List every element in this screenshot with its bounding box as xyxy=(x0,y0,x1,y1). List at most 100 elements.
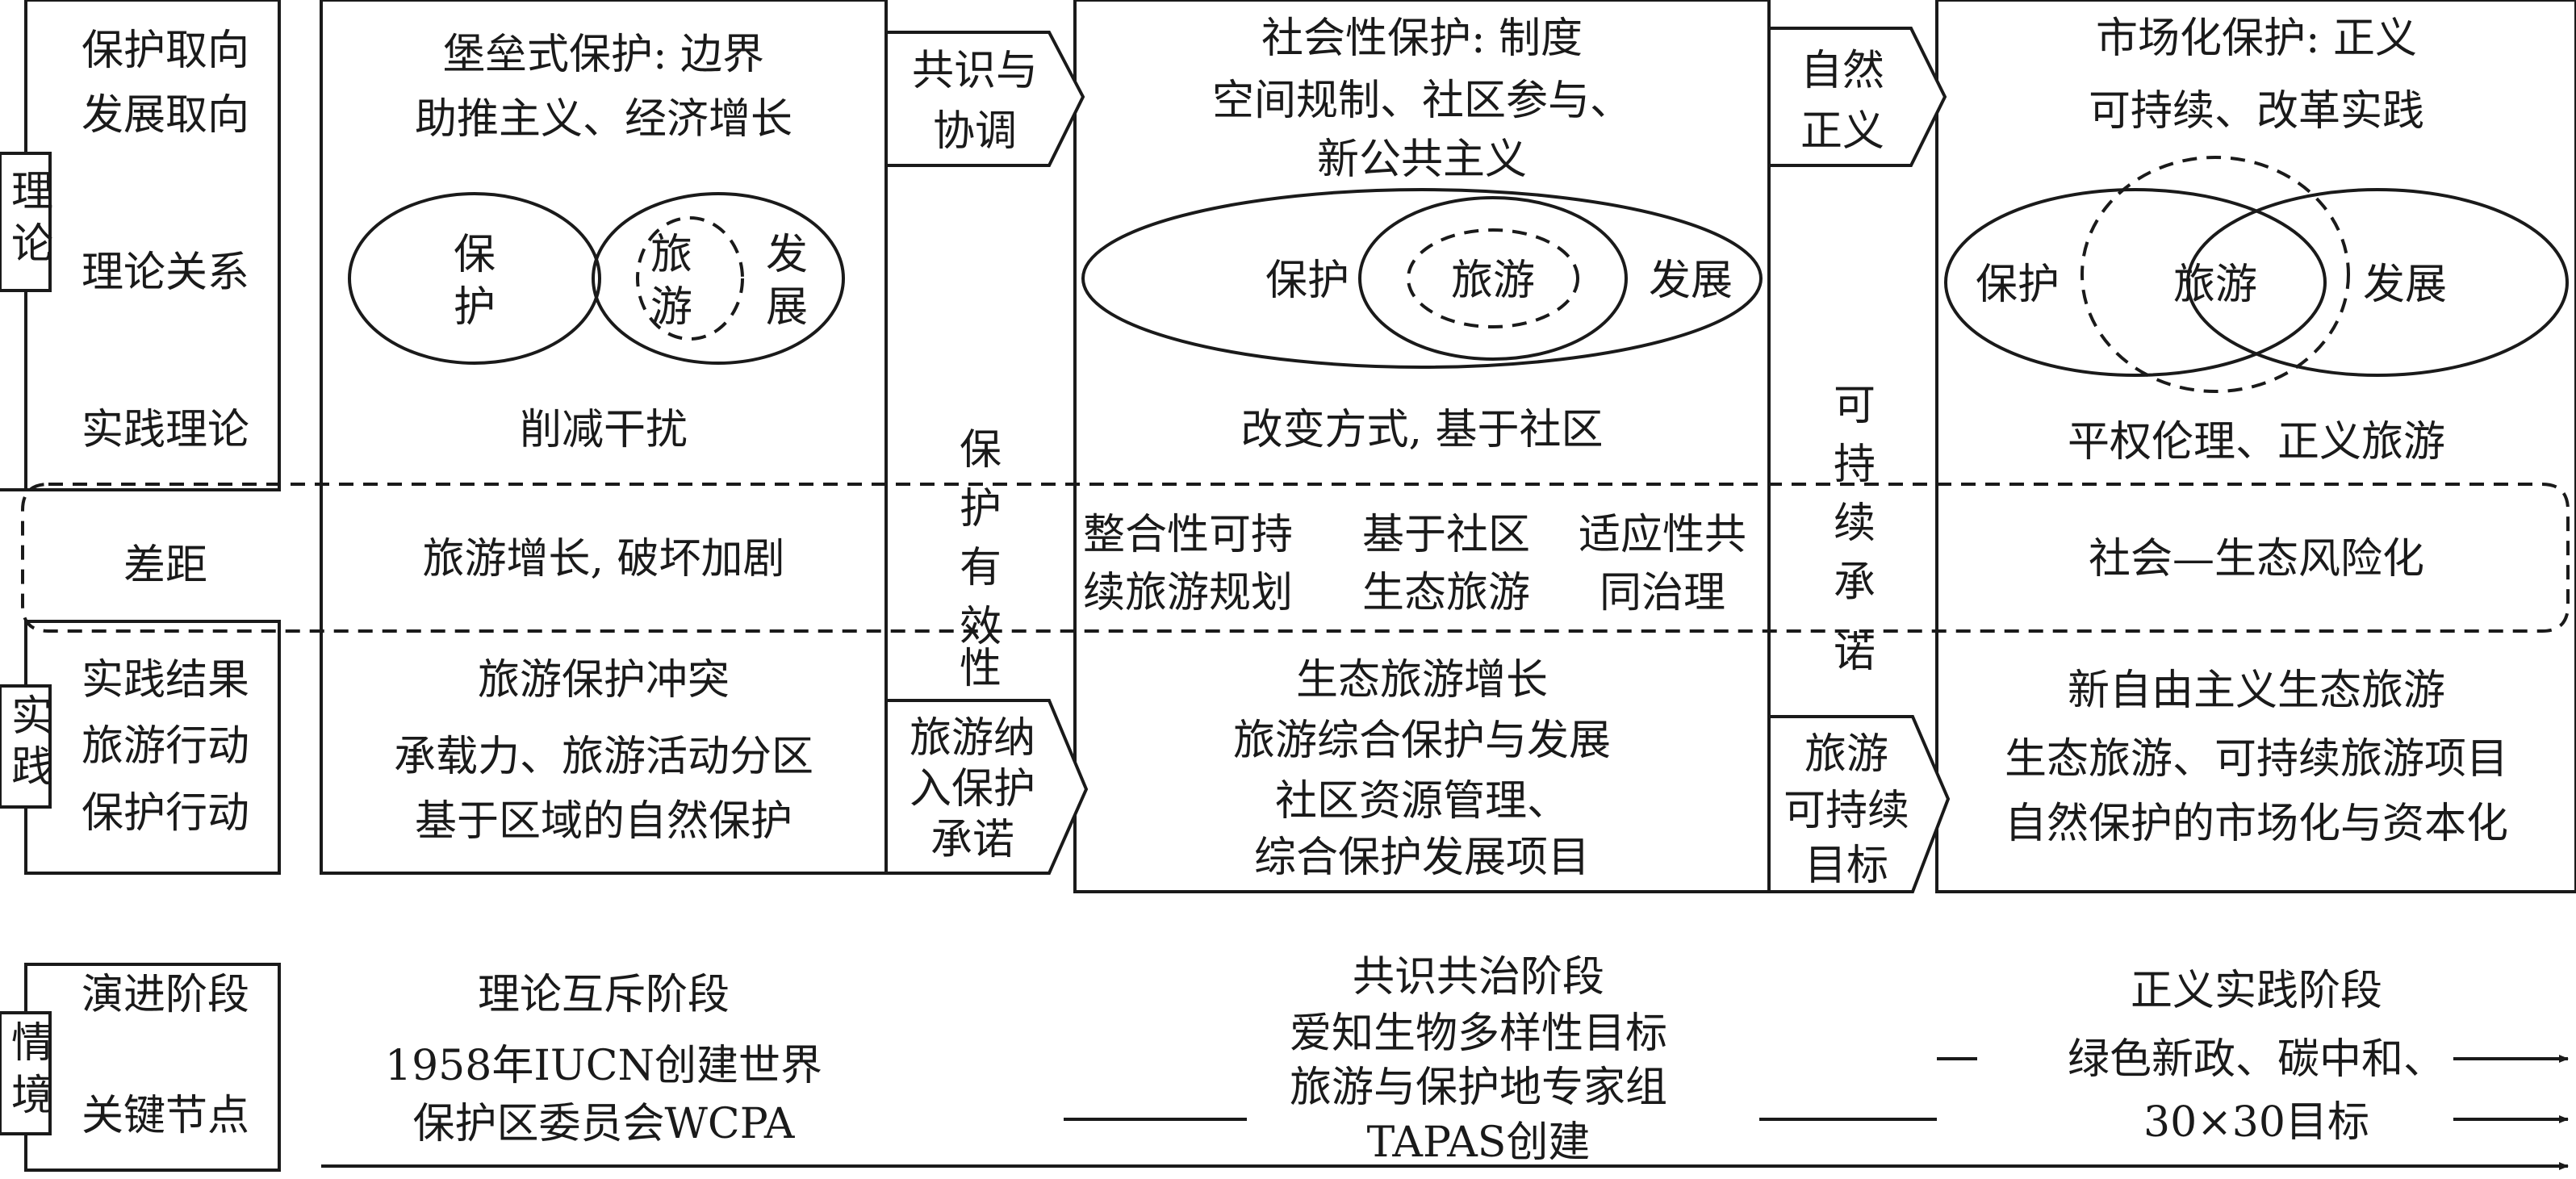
context-node-3-line-2: 30×30目标 xyxy=(2143,1098,2369,1147)
context-label-gap xyxy=(0,1011,52,1135)
stage-2-box xyxy=(1073,0,1771,893)
stage-3-box xyxy=(1935,0,2576,893)
stage-2-content: 社会性保护: 制度 空间规制、社区参与、 新公共主义 保护 旅游 发展 改变方式… xyxy=(1081,15,1763,882)
stage-2-gap-item-2-line-2: 生态旅游 xyxy=(1362,569,1530,617)
stage-1-venn-tourism-1: 旅 xyxy=(650,231,692,279)
row-label-tourism-action: 旅游行动 xyxy=(82,722,249,771)
stage-2-venn-development: 发展 xyxy=(1649,257,1733,305)
stage-3-gap: 社会—生态风险化 xyxy=(2089,535,2424,583)
stage-1-venn-development-2: 展 xyxy=(766,283,808,332)
context-node-2-line-1: 爱知生物多样性目标 xyxy=(1290,1010,1667,1058)
stage-2-development-line-2: 新公共主义 xyxy=(1317,136,1527,184)
stage-2-tourism-circle xyxy=(1407,228,1579,328)
stage-1-development-circle xyxy=(592,192,845,365)
stage-3-venn-tourism: 旅游 xyxy=(2173,261,2257,309)
stage-2-gap-item-3-line-2: 同治理 xyxy=(1600,569,1725,617)
stage-3-protection-action: 自然保护的市场化与资本化 xyxy=(2005,800,2508,848)
tourism-goal-line-2: 可持续 xyxy=(1784,787,1909,835)
stage-2-gap-item-3-line-1: 适应性共 xyxy=(1579,511,1746,559)
stage-3-practice-result: 新自由主义生态旅游 xyxy=(2068,667,2445,715)
natural-justice-arrow xyxy=(1767,27,1947,167)
sustainability-commitment-1: 可 xyxy=(1834,382,1876,430)
theory-group-label-2: 论 xyxy=(11,220,53,269)
stage-1-venn-protection-1: 保 xyxy=(454,231,496,279)
consensus-arrow xyxy=(884,31,1085,167)
stage-2-protection-circle xyxy=(1081,188,1763,369)
stage-1-practice-theory: 削减干扰 xyxy=(520,406,688,454)
stage-1-orientation: 堡垒式保护: 边界 xyxy=(443,31,764,79)
theory-label-gap xyxy=(0,152,52,292)
context-node-1-line-2: 保护区委员会WCPA xyxy=(412,1100,795,1148)
stage-2-venn-protection: 保护 xyxy=(1265,257,1349,305)
stage-1-tourism-circle xyxy=(636,216,744,341)
practice-label-gap xyxy=(0,684,52,809)
stage-3-development: 可持续、改革实践 xyxy=(2089,87,2424,136)
stage-1-practice-result: 旅游保护冲突 xyxy=(478,656,730,704)
context-stage-2: 共识共治阶段 xyxy=(1353,953,1604,1001)
row-label-gap: 差距 xyxy=(123,541,207,590)
stage-1-venn-tourism-2: 游 xyxy=(650,283,692,332)
context-group-label-2: 境 xyxy=(11,1072,53,1120)
context-stage-3: 正义实践阶段 xyxy=(2131,967,2382,1015)
stage-2-development-line-1: 空间规制、社区参与、 xyxy=(1212,77,1632,125)
stage-3-tourism-action: 生态旅游、可持续旅游项目 xyxy=(2005,735,2508,784)
tourism-commitment-line-2: 入保护 xyxy=(910,765,1035,813)
stage-2-protection-action-line-1: 社区资源管理、 xyxy=(1275,777,1569,826)
stage-1-gap: 旅游增长, 破坏加剧 xyxy=(422,535,784,583)
tourism-goal-arrow xyxy=(1767,715,1951,893)
stage-3-tourism-circle xyxy=(2080,156,2350,393)
stage-2-development-circle xyxy=(1358,196,1628,361)
protection-effectiveness-3: 有 xyxy=(960,544,1002,592)
stage-2-protection-action-line-2: 综合保护发展项目 xyxy=(1254,834,1590,882)
row-label-practice-result: 实践结果 xyxy=(82,656,249,704)
stage-3-content: 市场化保护: 正义 可持续、改革实践 保护 旅游 发展 平权伦理、正义旅游 社会… xyxy=(1944,15,2569,848)
consensus-line-2: 协调 xyxy=(933,107,1017,156)
stage-1-content: 堡垒式保护: 边界 助推主义、经济增长 保 护 旅 游 发 展 削减干扰 旅游增… xyxy=(348,31,845,846)
tourism-goal-line-1: 旅游 xyxy=(1804,730,1888,779)
context-node-3-line-1: 绿色新政、碳中和、 xyxy=(2068,1035,2445,1084)
tourism-commitment-line-3: 承诺 xyxy=(930,816,1014,864)
row-label-evolution-stage: 演进阶段 xyxy=(82,971,249,1019)
stage-2-tourism-action: 旅游综合保护与发展 xyxy=(1233,717,1611,765)
theory-group-label-1: 理 xyxy=(11,168,53,216)
tourism-commitment-line-1: 旅游纳 xyxy=(910,714,1035,763)
connectors: 共识与 协调 自然 正义 保 护 有 效 性 可 持 续 承 诺 旅游纳 入保护… xyxy=(884,27,1951,893)
practice-group-label-1: 实 xyxy=(11,692,53,741)
practice-group-label-2: 践 xyxy=(11,743,53,792)
sustainability-commitment-2: 持 xyxy=(1834,441,1876,489)
stage-2-practice-result: 生态旅游增长 xyxy=(1296,656,1548,704)
protection-effectiveness-2: 护 xyxy=(960,485,1002,533)
row-label-key-node: 关键节点 xyxy=(82,1092,249,1140)
row-label-protection-action: 保护行动 xyxy=(82,789,249,838)
stage-1-venn-development-1: 发 xyxy=(766,231,808,279)
gap-band xyxy=(21,483,2570,633)
sustainability-commitment-5: 诺 xyxy=(1834,629,1876,677)
stage-1-protection-action: 基于区域的自然保护 xyxy=(415,797,792,846)
context-node-2-line-3: TAPAS创建 xyxy=(1367,1118,1591,1167)
stage-2-gap-item-2-line-1: 基于社区 xyxy=(1362,511,1530,559)
natural-justice-line-1: 自然 xyxy=(1800,47,1884,95)
sustainability-commitment-4: 承 xyxy=(1834,558,1876,607)
stage-3-protection-circle xyxy=(1944,188,2327,377)
row-label-development-orientation: 发展取向 xyxy=(82,91,249,140)
sustainability-commitment-3: 续 xyxy=(1834,500,1876,548)
stage-1-development: 助推主义、经济增长 xyxy=(415,95,792,144)
stage-1-tourism-action: 承载力、旅游活动分区 xyxy=(394,733,813,781)
context-timeline: 理论互斥阶段 1958年IUCN创建世界 保护区委员会WCPA 共识共治阶段 爱… xyxy=(321,953,2569,1170)
stage-1-protection-circle xyxy=(348,192,601,365)
stage-1-box xyxy=(320,0,888,875)
stage-2-practice-theory: 改变方式, 基于社区 xyxy=(1240,406,1603,454)
context-group-label-1: 情 xyxy=(11,1019,53,1068)
tourism-commitment-arrow xyxy=(884,699,1089,875)
stage-3-orientation: 市场化保护: 正义 xyxy=(2096,15,2417,63)
stage-1-venn-protection-2: 护 xyxy=(454,283,496,332)
left-label-column: 理 论 保护取向 发展取向 理论关系 实践理论 差距 实 践 实践结果 旅游行动… xyxy=(0,0,281,1172)
natural-justice-line-2: 正义 xyxy=(1800,107,1884,156)
stage-3-practice-theory: 平权伦理、正义旅游 xyxy=(2068,418,2445,466)
stage-3-venn-protection: 保护 xyxy=(1976,261,2060,309)
row-label-practice-theory: 实践理论 xyxy=(82,406,249,454)
stage-2-gap-item-1-line-1: 整合性可持 xyxy=(1083,511,1293,559)
protection-effectiveness-4: 效 xyxy=(960,603,1002,651)
protection-effectiveness-5: 性 xyxy=(960,645,1002,693)
